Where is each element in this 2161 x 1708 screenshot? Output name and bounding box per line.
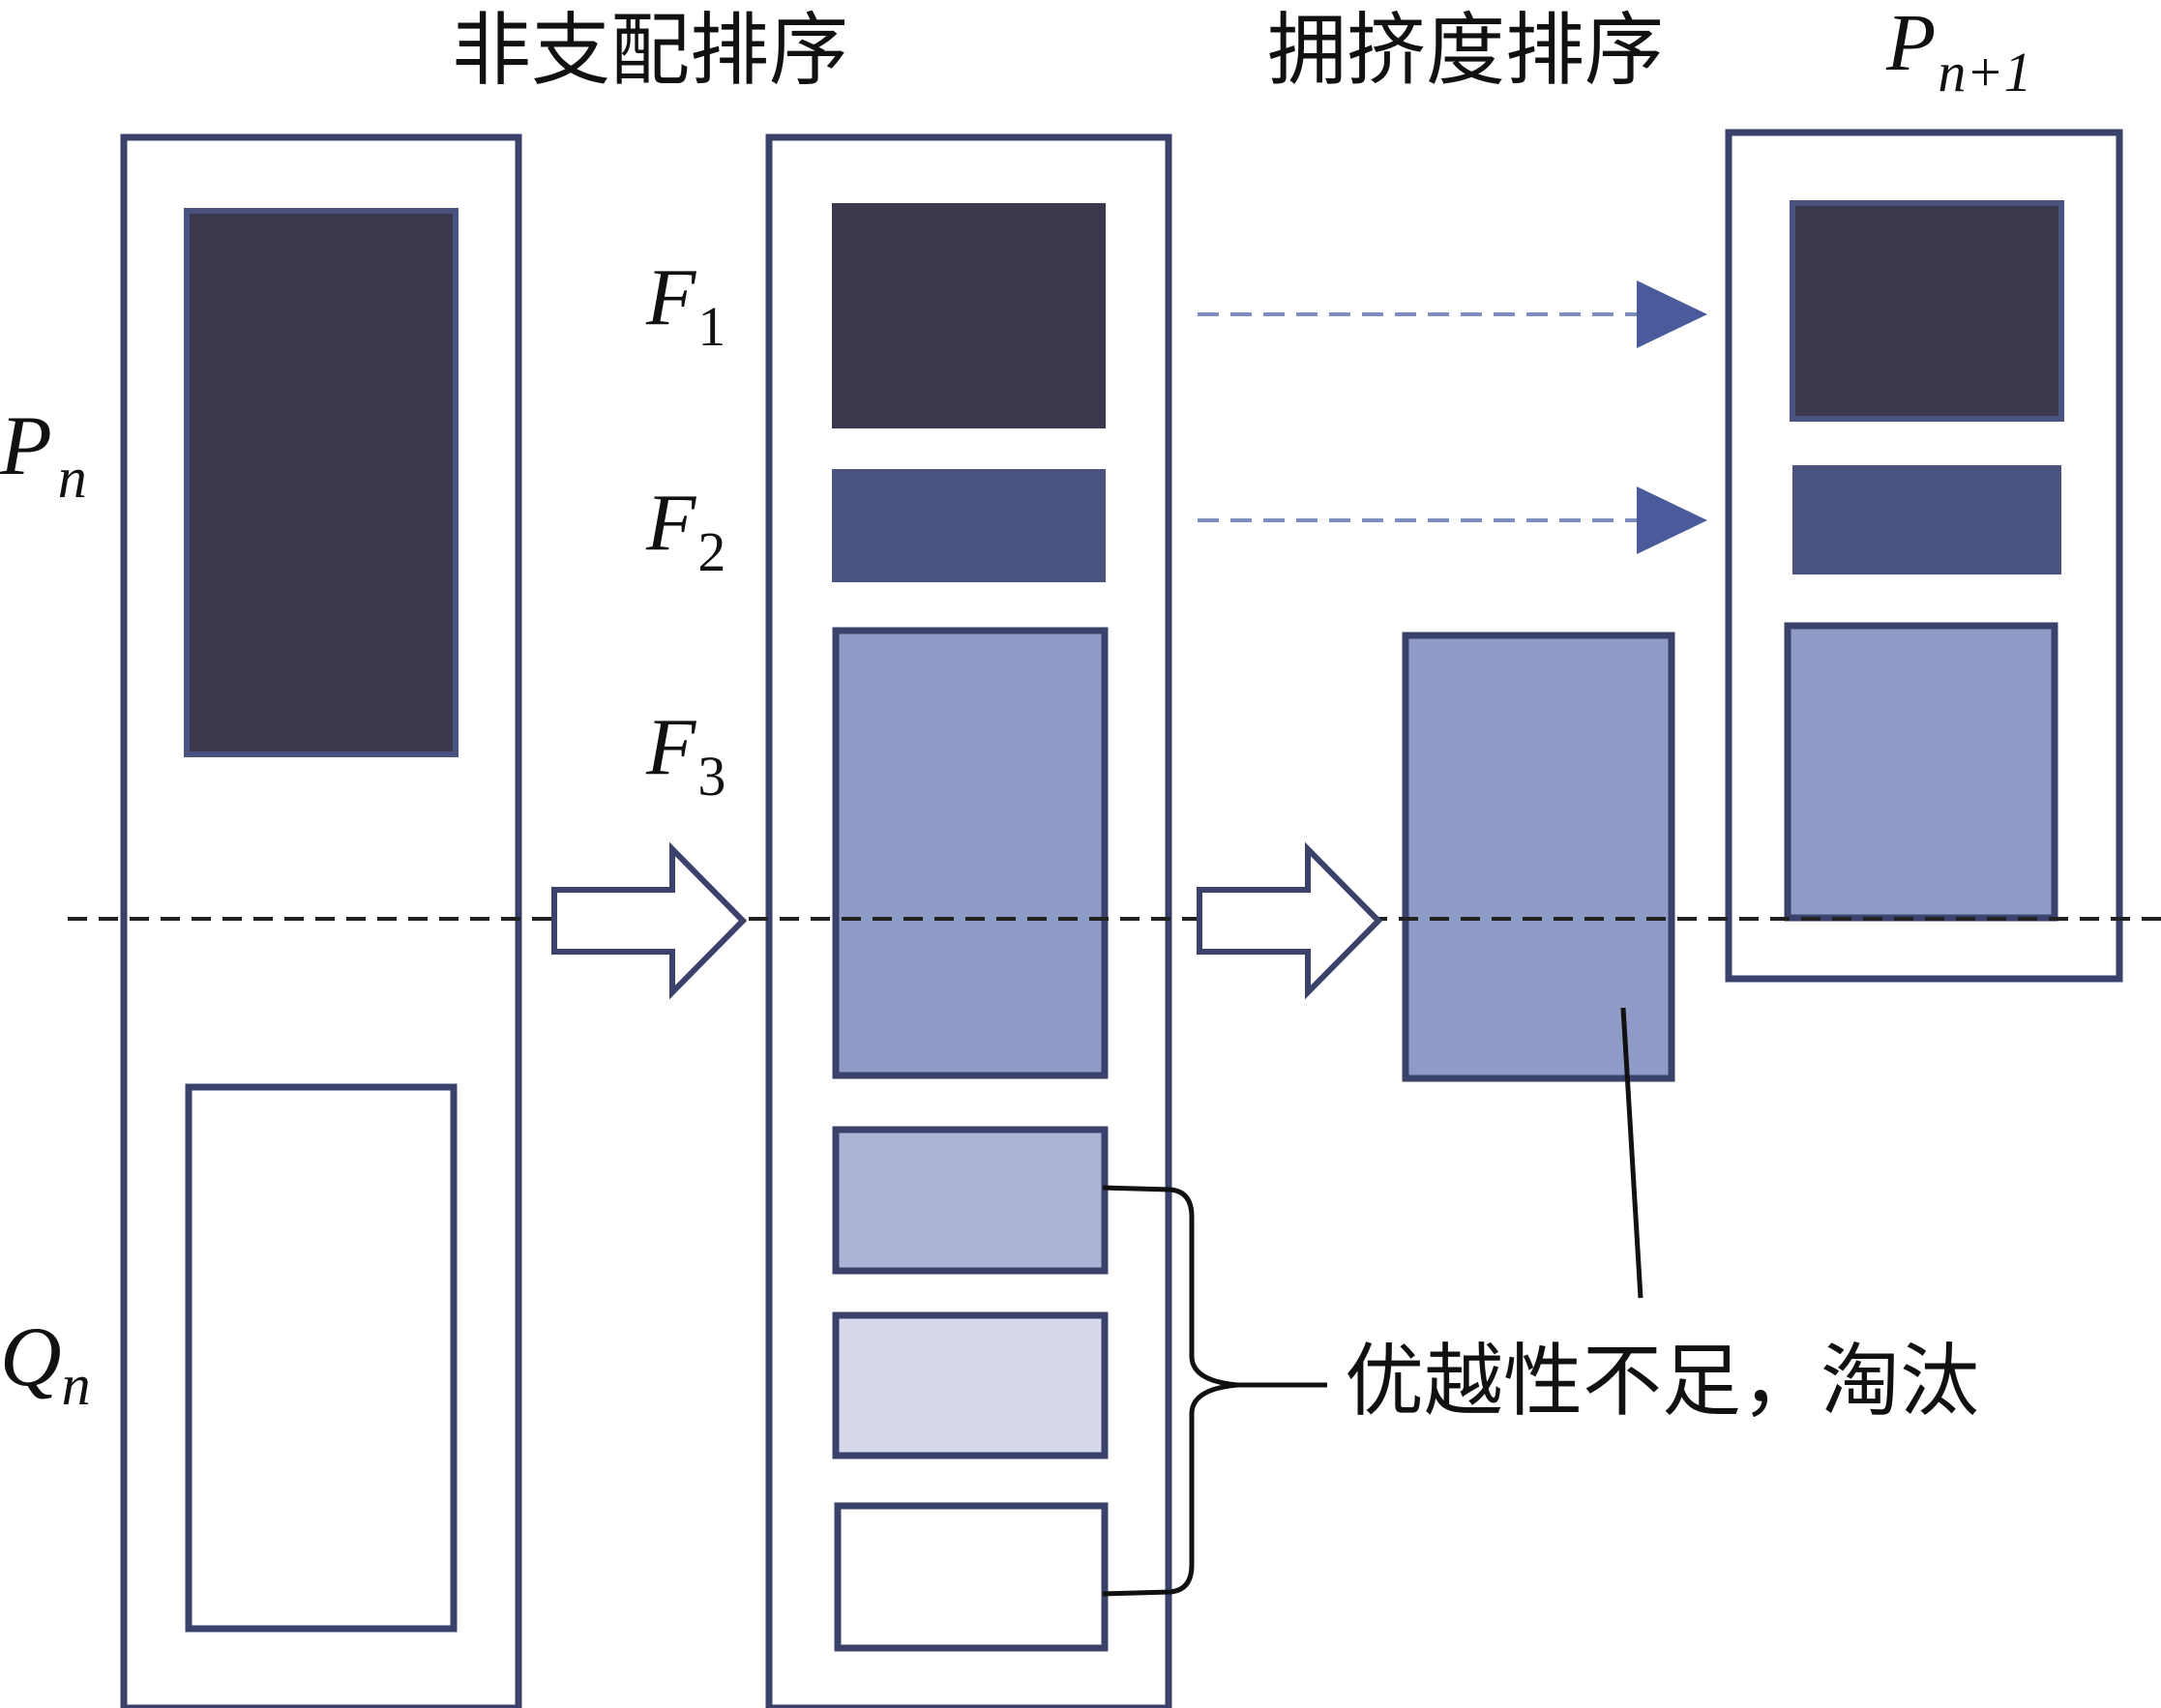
next-front-3-partial-block bbox=[1784, 622, 2058, 922]
front-3-block bbox=[832, 627, 1109, 1079]
crowding-sort-heading: 拥挤度排序 bbox=[1267, 5, 1664, 97]
front-1-block bbox=[832, 203, 1106, 428]
front-1-copy-arrow-head bbox=[1637, 280, 1707, 348]
next-population-column bbox=[1725, 129, 2123, 983]
crowding-sort-arrow bbox=[1197, 841, 1383, 1000]
front-4-block bbox=[832, 1126, 1109, 1275]
crowding-sorted-front-block bbox=[1402, 632, 1675, 1082]
offspring-population-label: Qn bbox=[0, 1310, 91, 1417]
parent-population-block bbox=[184, 208, 459, 757]
front-5-block bbox=[832, 1311, 1109, 1459]
rejection-annotation: 优越性不足，淘汰 bbox=[1345, 1336, 1979, 1428]
front-1-label: F1 bbox=[645, 252, 725, 358]
population-column-combined bbox=[120, 133, 522, 1708]
next-front-2-block bbox=[1792, 465, 2061, 574]
sorted-fronts-column bbox=[765, 133, 1172, 1708]
nondominated-sort-arrow bbox=[551, 841, 748, 1000]
offspring-population-block bbox=[185, 1083, 458, 1633]
nondominated-sort-heading: 非支配排序 bbox=[452, 5, 848, 97]
front-3-label: F3 bbox=[645, 702, 725, 808]
next-front-1-block bbox=[1790, 200, 2064, 422]
front-2-block bbox=[832, 469, 1106, 582]
front-2-label: F2 bbox=[645, 478, 725, 583]
crowding-reject-pointer bbox=[1620, 1007, 1643, 1299]
front-6-block bbox=[834, 1502, 1109, 1652]
front-2-copy-arrow-head bbox=[1637, 486, 1707, 554]
next-population-label: Pn+1 bbox=[1885, 0, 2031, 103]
